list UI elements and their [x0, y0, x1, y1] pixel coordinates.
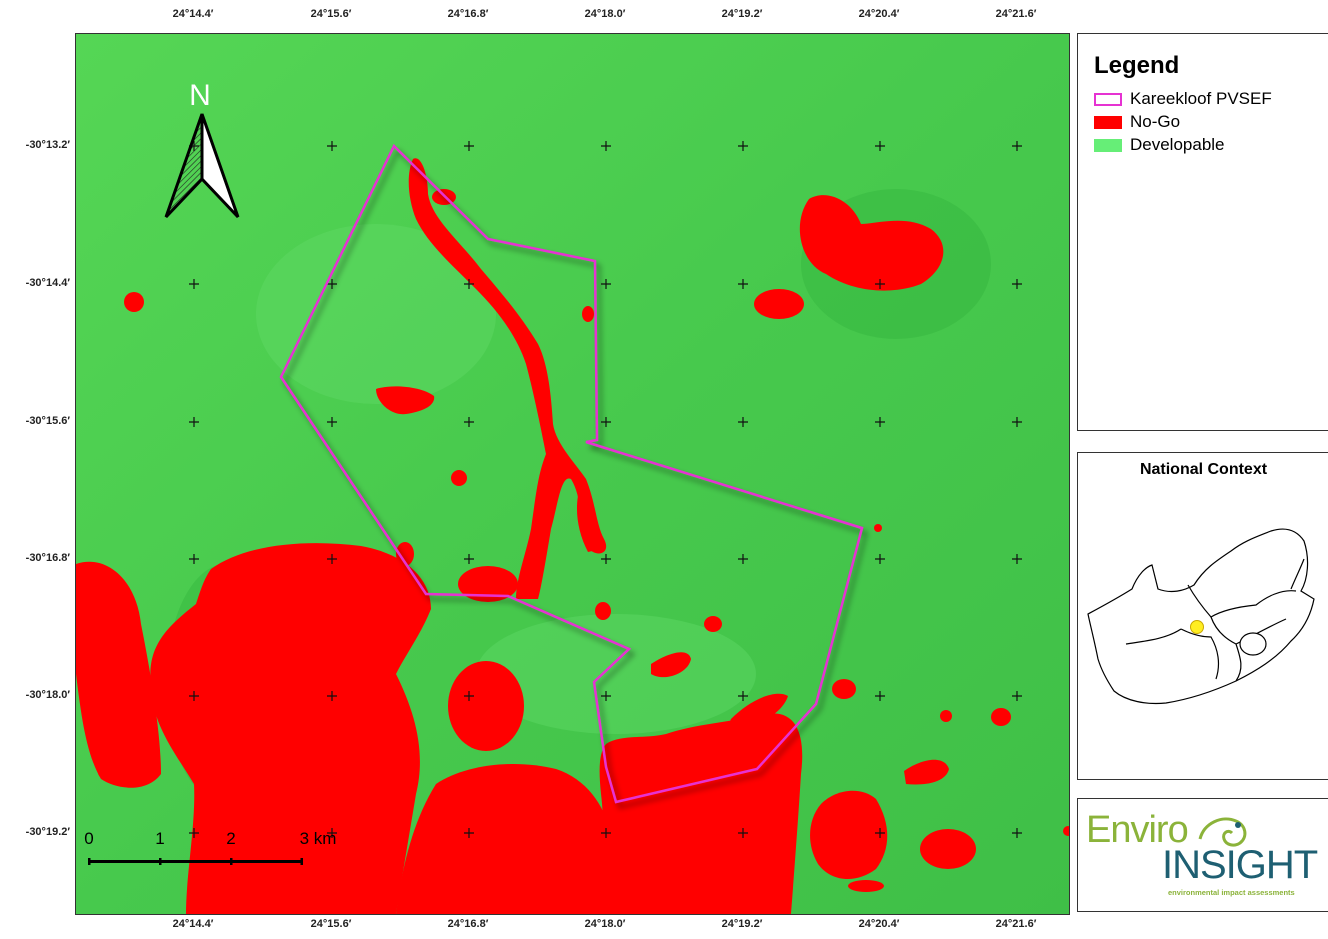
lon-label-bottom: 24°18.0′ [584, 918, 626, 930]
scale-label: 2 [226, 829, 236, 848]
no-go-south-west [150, 543, 431, 914]
lon-label-top: 24°19.2′ [721, 8, 763, 20]
lon-label-top: 24°14.4′ [172, 8, 214, 20]
graticule-cross [738, 417, 748, 427]
lon-label-bottom: 24°21.6′ [995, 918, 1037, 930]
logo-panel: Enviro INSIGHT environmental impact asse… [1077, 798, 1328, 912]
graticule-cross [327, 691, 337, 701]
lat-label: -30°16.8′ [25, 552, 70, 564]
legend-swatch-fill [1094, 115, 1122, 129]
graticule-cross [738, 691, 748, 701]
graticule-cross [875, 279, 885, 289]
graticule-cross [327, 417, 337, 427]
lon-label-top: 24°18.0′ [584, 8, 626, 20]
legend-title: Legend [1094, 52, 1180, 79]
lat-label: -30°14.4′ [25, 277, 70, 289]
north-arrow-icon: N [164, 79, 240, 219]
north-label: N [189, 79, 211, 112]
legend-item-developable: Developable [1094, 134, 1225, 156]
graticule-cross [601, 141, 611, 151]
legend-item-boundary: Kareekloof PVSEF [1094, 88, 1272, 110]
legend-panel: Legend Kareekloof PVSEF No-Go Developabl… [1077, 33, 1328, 431]
no-go-river [408, 158, 607, 600]
lat-label: -30°15.6′ [25, 415, 70, 427]
graticule-cross [464, 554, 474, 564]
lon-label-top: 24°20.4′ [858, 8, 900, 20]
lon-label-top: 24°15.6′ [310, 8, 352, 20]
graticule-cross [189, 691, 199, 701]
graticule-cross [738, 554, 748, 564]
site-location-marker [1190, 620, 1204, 634]
lon-label-top: 24°16.8′ [447, 8, 489, 20]
graticule-cross [601, 279, 611, 289]
lon-label-bottom: 24°20.4′ [858, 918, 900, 930]
graticule-cross [875, 828, 885, 838]
legend-label: No-Go [1130, 112, 1181, 131]
graticule-cross [1012, 691, 1022, 701]
graticule-cross [464, 141, 474, 151]
legend-item-no-go: No-Go [1094, 111, 1180, 133]
graticule-cross [875, 141, 885, 151]
graticule-cross [189, 554, 199, 564]
lat-label: -30°13.2′ [25, 139, 70, 151]
no-go-south-central [599, 713, 803, 914]
graticule-cross [189, 417, 199, 427]
lon-label-bottom: 24°19.2′ [721, 918, 763, 930]
logo-tagline: environmental impact assessments [1168, 888, 1295, 897]
lat-label: -30°19.2′ [25, 826, 70, 838]
graticule-cross [189, 279, 199, 289]
scale-label: 3 km [299, 829, 337, 848]
graticule-cross [1012, 279, 1022, 289]
graticule-crosses [189, 141, 1022, 838]
graticule-cross [464, 691, 474, 701]
graticule-cross [875, 691, 885, 701]
graticule-cross [738, 279, 748, 289]
national-context-panel: National Context [1077, 452, 1328, 780]
no-go-areas [76, 158, 1069, 914]
south-africa-outline [1087, 528, 1315, 705]
context-title: National Context [1139, 461, 1268, 478]
graticule-cross [601, 828, 611, 838]
graticule-cross [327, 554, 337, 564]
no-go-south-east [810, 790, 888, 880]
south-africa-map [1087, 528, 1315, 705]
graticule-cross [601, 691, 611, 701]
graticule-cross [1012, 554, 1022, 564]
kareekloof-boundary[interactable] [279, 143, 864, 804]
graticule-cross [327, 828, 337, 838]
chameleon-icon [1198, 817, 1247, 847]
map-canvas[interactable] [76, 34, 1069, 914]
graticule-cross [601, 554, 611, 564]
scale-label: 1 [155, 829, 165, 848]
graticule-cross [327, 279, 337, 289]
lon-label-bottom: 24°16.8′ [447, 918, 489, 930]
scale-label: 0 [84, 829, 94, 848]
legend-label: Developable [1130, 135, 1225, 154]
lon-label-top: 24°21.6′ [995, 8, 1037, 20]
graticule-cross [464, 417, 474, 427]
legend-swatch-outline [1094, 92, 1122, 106]
graticule-cross [464, 828, 474, 838]
graticule-cross [1012, 417, 1022, 427]
logo-insight-text: INSIGHT [1162, 843, 1318, 887]
graticule-cross [601, 417, 611, 427]
map-frame[interactable]: N [75, 33, 1070, 915]
graticule-cross [875, 417, 885, 427]
graticule-cross [738, 828, 748, 838]
graticule-cross [464, 279, 474, 289]
no-go-pan-north-east [799, 195, 944, 291]
lon-label-bottom: 24°15.6′ [310, 918, 352, 930]
lon-label-bottom: 24°14.4′ [172, 918, 214, 930]
graticule-cross [189, 828, 199, 838]
legend-label: Kareekloof PVSEF [1130, 89, 1272, 108]
lat-label: -30°18.0′ [25, 689, 70, 701]
legend-swatch-fill [1094, 138, 1122, 152]
graticule-cross [875, 554, 885, 564]
scale-bar [88, 858, 303, 865]
graticule-cross [1012, 141, 1022, 151]
graticule-cross [1012, 828, 1022, 838]
graticule-cross [738, 141, 748, 151]
logo-enviro-text: Enviro [1086, 809, 1189, 851]
graticule-cross [327, 141, 337, 151]
